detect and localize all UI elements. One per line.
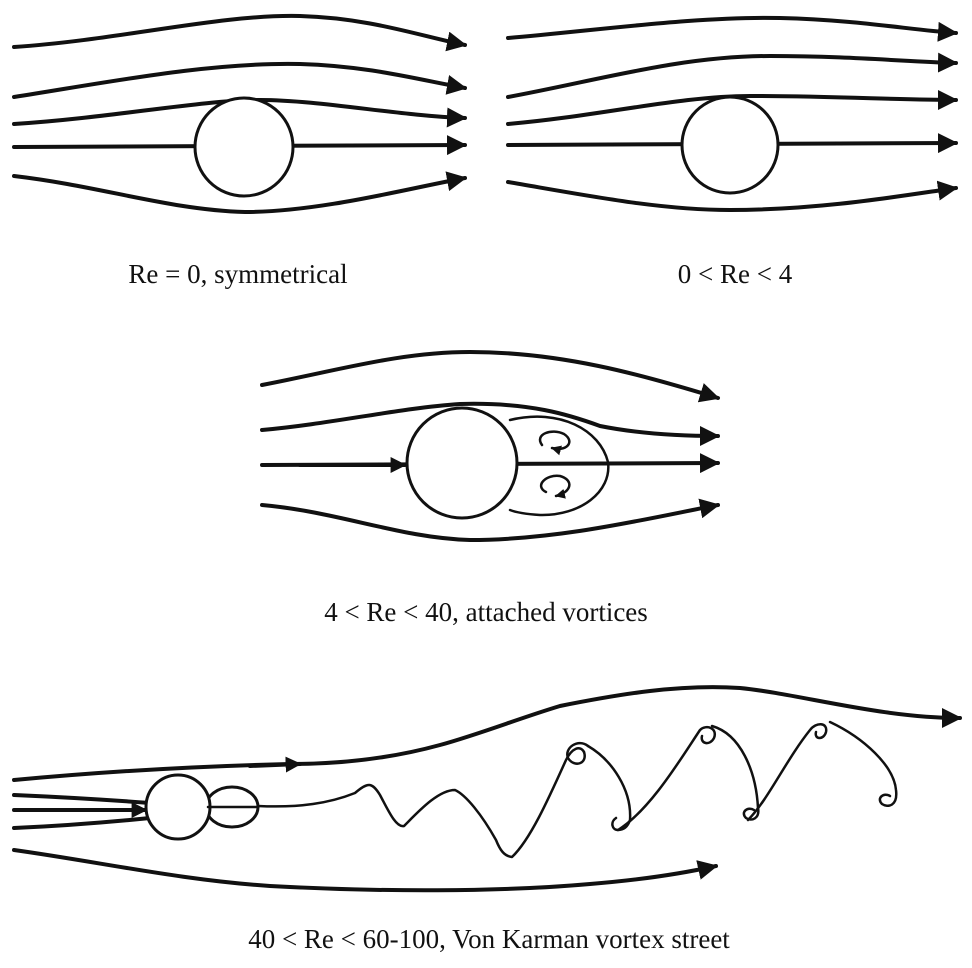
caption-re-low: 0 < Re < 4: [678, 259, 793, 289]
panel-re-low: [508, 18, 956, 210]
panel-re-attached: [262, 352, 718, 540]
vortex-2: [712, 726, 758, 820]
streamline-1: [508, 18, 956, 38]
cylinder: [146, 775, 210, 839]
cylinder: [407, 408, 517, 518]
streamline-1: [14, 16, 465, 47]
vortex-3: [830, 722, 896, 806]
streamline-inflow-upper: [14, 795, 150, 803]
vortex-arm-2: [618, 727, 715, 830]
cylinder: [682, 97, 778, 193]
caption-re-karman: 40 < Re < 60-100, Von Karman vortex stre…: [248, 924, 730, 954]
panel-re-zero: [14, 16, 465, 212]
streamline-top: [14, 687, 960, 780]
streamline-1: [262, 352, 718, 398]
top-arrow-head: [250, 764, 300, 766]
vortex-arm-3: [748, 724, 826, 820]
caption-re-attached: 4 < Re < 40, attached vortices: [324, 597, 648, 627]
panel-re-karman: [14, 687, 960, 890]
streamline-2: [14, 64, 465, 97]
vortex-bottom: [541, 476, 569, 496]
vortex-top: [540, 432, 569, 449]
caption-re-zero: Re = 0, symmetrical: [128, 259, 347, 289]
streamline-2: [508, 56, 956, 97]
cylinder: [195, 98, 293, 196]
vortex-arm-1: [588, 746, 630, 830]
streamline-bottom: [14, 850, 716, 890]
streamline-inflow-lower: [14, 818, 150, 828]
